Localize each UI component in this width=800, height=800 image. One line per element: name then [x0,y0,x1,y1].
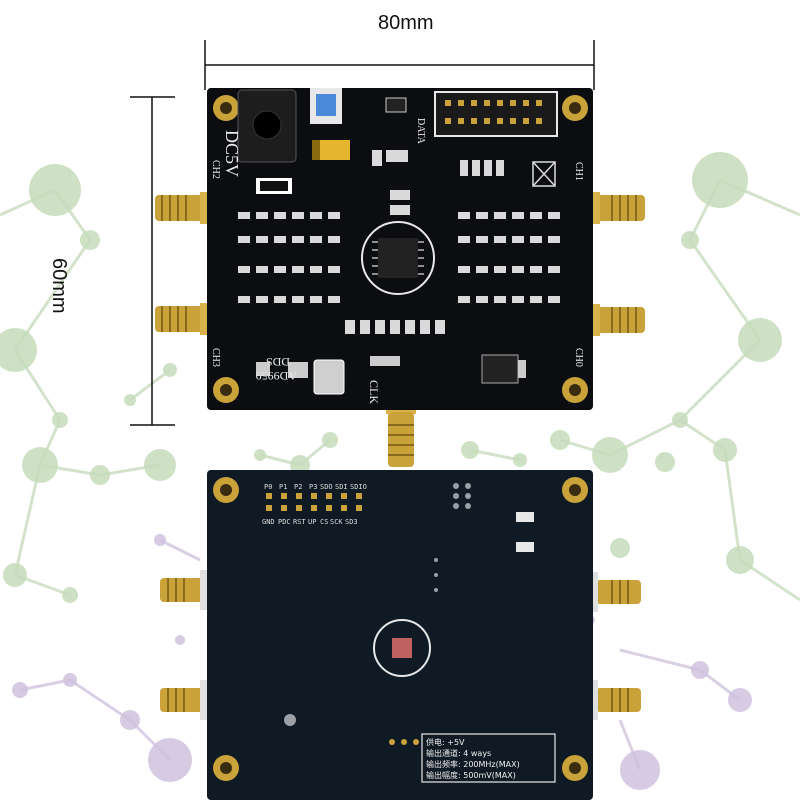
spec-line-frequency: 输出频率: 200MHz(MAX) [426,759,520,769]
pin-label-sdio: SDIO [350,483,367,491]
clk-label: CLK [367,380,381,404]
pin-label-p1: P1 [279,483,287,491]
chip-label-dds: DDS [266,355,290,369]
pin-label-sd3: SD3 [345,518,358,526]
spec-line-amplitude: 输出幅度: 500mV(MAX) [426,770,516,780]
pin-label-up: UP [308,518,316,526]
pin-label-sdo: SDO [320,483,333,491]
pin-label-rst: RST [293,518,306,526]
ch1-label: CH1 [573,162,584,181]
pin-label-p3: P3 [309,483,317,491]
dc5v-label: DC5V [222,130,242,177]
ch3-label: CH3 [210,348,221,367]
pin-label-cs: CS [320,518,328,526]
spec-line-power: 供电: +5V [426,737,465,747]
pin-label-gnd: GND [262,518,275,526]
pin-label-sck: SCK [330,518,343,526]
spec-line-channels: 输出通道: 4 ways [426,748,491,758]
data-label: DATA [415,118,426,145]
chip-label-ad9959: AD9959 [256,369,297,383]
width-dimension-label: 80mm [378,12,434,34]
ch0-label: CH0 [573,348,584,367]
pin-label-p2: P2 [294,483,302,491]
pin-label-sdi: SDI [335,483,348,491]
pin-label-p0: P0 [264,483,272,491]
pin-label-pdc: PDC [278,518,291,526]
ch2-label: CH2 [210,160,221,179]
